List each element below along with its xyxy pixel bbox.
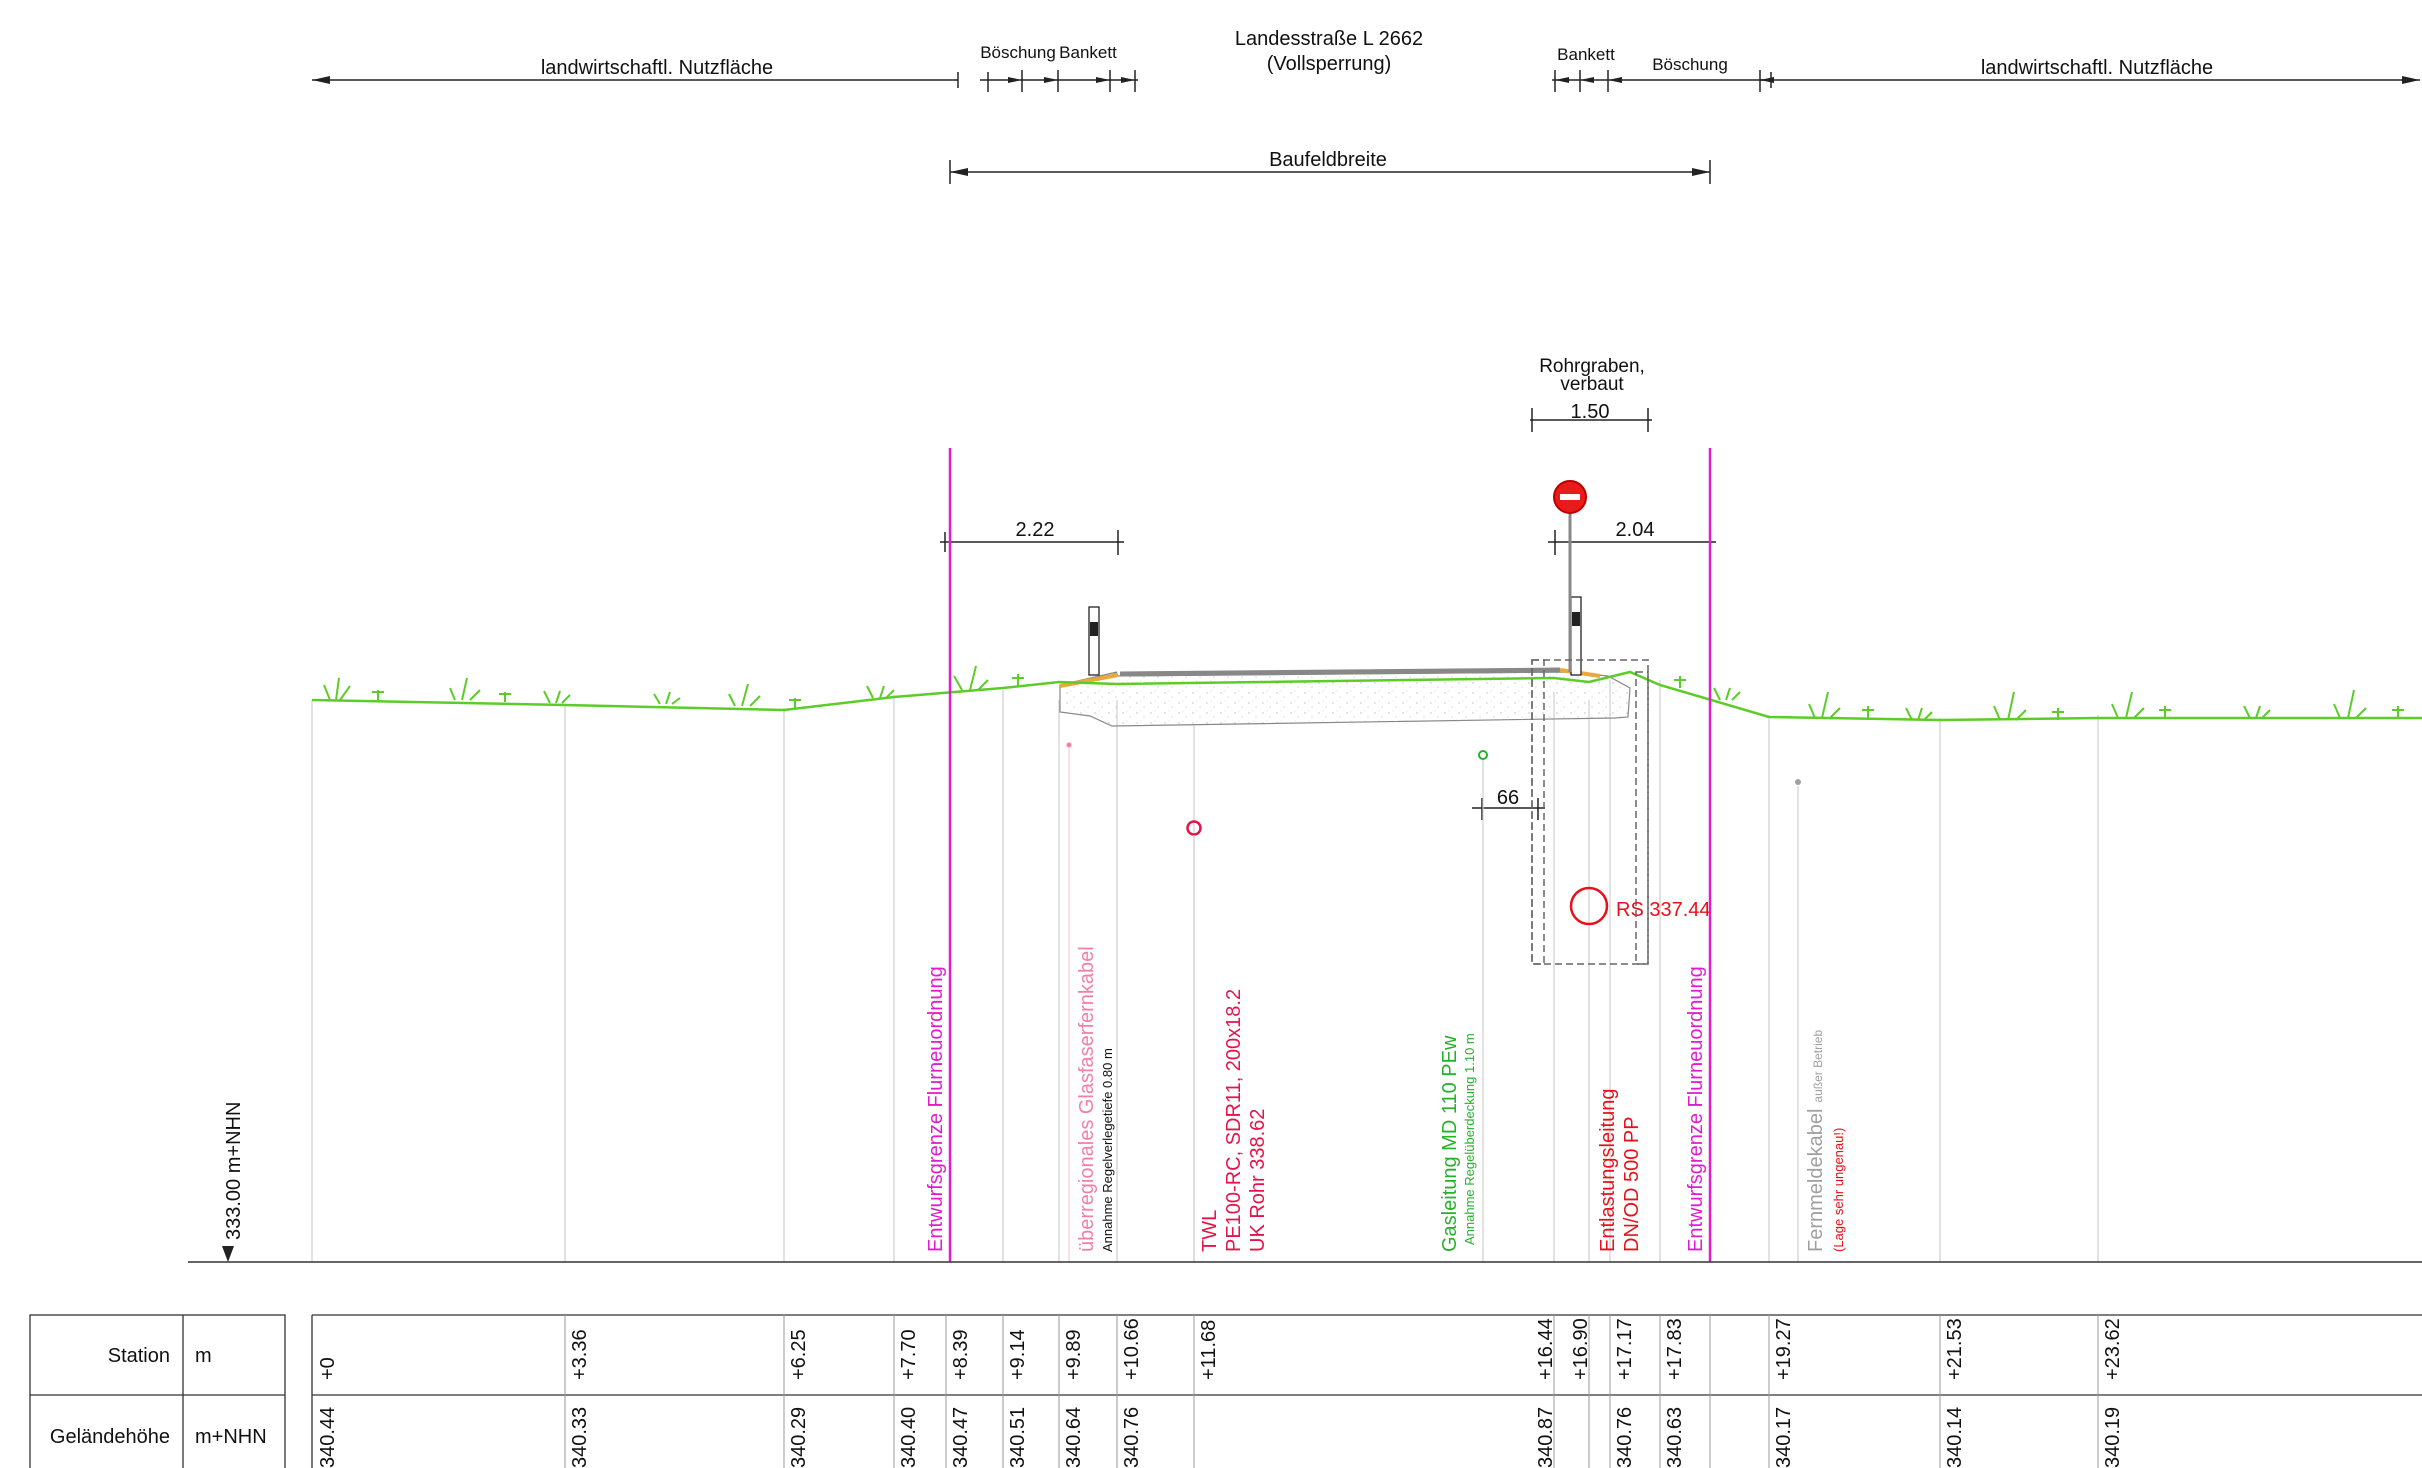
ground-line: [311, 670, 2422, 722]
height-cell: 340.14: [1944, 1407, 1966, 1468]
height-cell: 340.87: [1535, 1407, 1557, 1468]
table-row-height-unit: m+NHN: [195, 1426, 267, 1448]
trench-title-2: verbaut: [1560, 374, 1624, 395]
gas-offset-value: 66: [1497, 787, 1519, 809]
delineator-post-right: [1570, 596, 1582, 676]
road-title: Landesstraße L 2662: [1235, 28, 1423, 50]
height-cell: 340.17: [1773, 1407, 1795, 1468]
height-cell: 340.76: [1614, 1407, 1636, 1468]
road-body: [1059, 667, 1631, 727]
gas-label: Gasleitung MD 110 PEw: [1439, 1035, 1461, 1252]
twl-pipe-icon: [1186, 820, 1202, 836]
gas-offset-dimension: [1472, 798, 1545, 820]
field-left-label: landwirtschaftl. Nutzfläche: [541, 57, 773, 79]
height-cell: 340.76: [1121, 1407, 1143, 1468]
glasfaser-marker: [1066, 742, 1072, 748]
fernmelde-note: (Lage sehr ungenau!): [1831, 1128, 1846, 1252]
baufeld-label: Baufeldbreite: [1269, 149, 1387, 171]
delineator-post-left: [1088, 606, 1100, 676]
entlastung-pipe-icon: [1569, 886, 1609, 926]
height-cell: 340.29: [788, 1407, 810, 1468]
twl-label-1: TWL: [1199, 1210, 1221, 1252]
twl-label-2: PE100-RC, SDR11, 200x18.2: [1223, 989, 1245, 1252]
height-cell: 340.64: [1063, 1407, 1085, 1468]
fernmelde-marker: [1795, 779, 1801, 785]
boeschung-left-label: Böschung: [980, 43, 1056, 62]
station-cell: +17.83: [1664, 1318, 1686, 1380]
bankett-left-label: Bankett: [1059, 43, 1117, 62]
datum-label: 333.00 m+NHN: [223, 1102, 245, 1240]
table-row-station-label: Station: [108, 1345, 170, 1367]
height-cell: 340.33: [569, 1407, 591, 1468]
station-cell: +21.53: [1944, 1318, 1966, 1380]
dim-left: [940, 530, 1124, 555]
twl-label-3: UK Rohr 338.62: [1247, 1109, 1269, 1252]
glasfaser-note: Annahme Regelverlegetiefe 0.80 m: [1100, 1048, 1115, 1252]
glasfaser-label: überregionales Glasfaserfernkabel: [1076, 946, 1098, 1252]
table-row-height-label: Geländehöhe: [50, 1426, 170, 1448]
height-cell: 340.63: [1664, 1407, 1686, 1468]
flurneu-label-left: Entwurfsgrenze Flurneuordnung: [925, 966, 947, 1252]
station-cell: +23.62: [2102, 1318, 2124, 1380]
table-column-lines: [564, 1315, 2099, 1468]
station-cell: +10.66: [1121, 1318, 1143, 1380]
rs-label: RS 337.44: [1616, 899, 1711, 921]
station-cell: +19.27: [1773, 1318, 1795, 1380]
height-cell: 340.44: [317, 1407, 339, 1468]
grass-tufts: [323, 665, 2404, 721]
trench-title-1: Rohrgraben,: [1539, 356, 1645, 377]
station-cell: +17.17: [1614, 1318, 1636, 1380]
station-cell: +8.39: [950, 1329, 972, 1380]
entlast-label-2: DN/OD 500 PP: [1621, 1116, 1643, 1252]
no-entry-sign-icon: [1553, 480, 1587, 672]
trench-width-value: 1.50: [1571, 401, 1610, 423]
station-cell: +11.68: [1198, 1320, 1220, 1380]
height-cell: 340.51: [1007, 1407, 1029, 1468]
bankett-right-label: Bankett: [1557, 45, 1615, 64]
dim-right-value: 2.04: [1616, 519, 1655, 541]
table-values: +0 +3.36 +6.25 +7.70 +8.39 +9.14 +9.89 +…: [317, 1318, 2124, 1468]
fernmelde-label: Fernmeldekabelaußer Betrieb: [1805, 1030, 1827, 1252]
datum-arrow-icon: [222, 1246, 234, 1262]
station-cell: +3.36: [569, 1329, 591, 1380]
table-frame: [29, 1314, 2422, 1468]
station-cell: +9.14: [1007, 1329, 1029, 1380]
station-cell: +16.90: [1570, 1318, 1592, 1380]
flurneu-label-right: Entwurfsgrenze Flurneuordnung: [1685, 966, 1707, 1252]
gas-pipe-icon: [1478, 750, 1488, 760]
dim-left-value: 2.22: [1016, 519, 1055, 541]
station-cell: +6.25: [788, 1329, 810, 1380]
road-subtitle: (Vollsperrung): [1267, 53, 1392, 75]
station-cell: +0: [317, 1357, 339, 1380]
boeschung-right-label: Böschung: [1652, 55, 1728, 74]
station-cell: +7.70: [898, 1329, 920, 1380]
height-cell: 340.40: [898, 1407, 920, 1468]
height-cell: 340.19: [2102, 1407, 2124, 1468]
station-cell: +16.44: [1535, 1318, 1557, 1380]
station-lines: [311, 680, 2099, 1262]
station-cell: +9.89: [1063, 1329, 1085, 1380]
height-cell: 340.47: [950, 1407, 972, 1468]
entlast-label-1: Entlastungsleitung: [1597, 1089, 1619, 1252]
trench-outline: [1531, 659, 1649, 965]
table-row-station-unit: m: [195, 1345, 212, 1367]
gas-note: Annahme Regelüberdeckung 1.10 m: [1462, 1033, 1477, 1245]
field-right-label: landwirtschaftl. Nutzfläche: [1981, 57, 2213, 79]
header-arrowheads: [312, 76, 2420, 176]
trench-width-dimension: [1530, 408, 1652, 432]
